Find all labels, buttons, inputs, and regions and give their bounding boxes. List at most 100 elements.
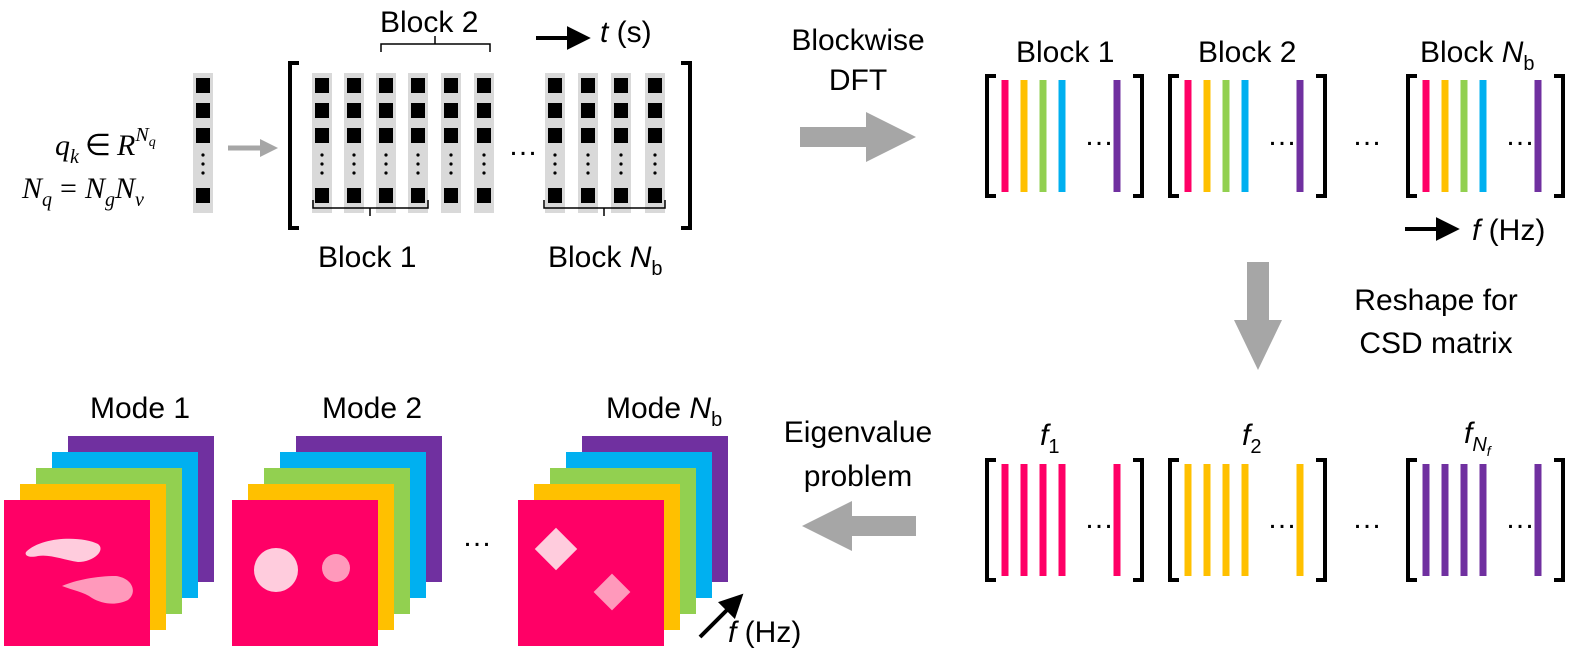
vector-entry [444,78,458,93]
mode-1-structure [25,538,101,562]
eigenvalue-line2: problem [804,460,912,493]
vector-entry [347,78,361,93]
fourier-block-nb-right-bracket [1554,74,1565,198]
vector-dot [619,153,623,157]
vector-entry [196,78,210,93]
vector-entry [581,103,595,118]
modes-ellipsis: … [462,520,492,553]
vector-entry [444,188,458,203]
vector-dot [416,171,420,175]
vector-dot [201,153,205,157]
csd-matrix-fn-ellipsis: … [1505,502,1535,535]
snapshot-column-5 [441,73,461,213]
snapshot-column-8 [578,73,598,213]
vector-dot [619,171,623,175]
vector-entry [548,128,562,143]
vector-entry [648,103,662,118]
spod-modes [4,436,728,646]
csd-matrix-f1-ellipsis: … [1084,502,1114,535]
vector-entry [614,188,628,203]
vector-dot [482,171,486,175]
vector-dot [201,162,205,166]
vector-dot [553,171,557,175]
vector-entry [347,103,361,118]
vector-dot [352,153,356,157]
fourier-block-2-right-bracket [1316,74,1327,198]
snapshot-column-6 [474,73,494,213]
mode-frequency-arrow [698,593,744,639]
csd-matrix-fn-left-bracket [1406,458,1417,582]
vector-entry [315,78,329,93]
vector-entry [315,103,329,118]
vector-entry [648,188,662,203]
mode-nb-stack [518,436,728,646]
vector-entry [347,188,361,203]
mode-2-stack-layer [232,500,378,646]
mode-2-stack [232,436,442,646]
vector-entry [477,128,491,143]
vector-entry [379,128,393,143]
fourier-block-2-label: Block 2 [1198,36,1296,69]
mode-2-structure [254,548,298,592]
csd-matrix-f2-ellipsis: … [1267,502,1297,535]
vector-dot [586,153,590,157]
snapshot-column [193,73,213,213]
fourier-block-1-left-bracket [985,74,996,198]
vector-entry [548,78,562,93]
csd-fn-label: fNf [1464,417,1493,459]
vector-entry [379,103,393,118]
snapshot-vector [193,73,213,213]
eigenvalue-line1: Eigenvalue [784,416,932,449]
mode-1-label: Mode 1 [90,392,190,425]
snapshot-column-4 [408,73,428,213]
vector-dot [320,171,324,175]
snapshot-column-2 [344,73,364,213]
mode-1-stack-layer [4,500,150,646]
mode-1-structure [62,576,133,604]
snapshot-column-3 [376,73,396,213]
vector-entry [411,188,425,203]
mode-1-stack [4,436,214,646]
csd-matrices: … … … [985,458,1565,582]
vector-dot [320,162,324,166]
vector-dot [384,171,388,175]
block-nb-label: Block Nb [548,241,663,280]
vector-entry [315,128,329,143]
fourier-blocks-ellipsis: … [1352,119,1382,152]
vector-dot [449,171,453,175]
mode-frequency-label: f (Hz) [728,616,801,649]
vector-entry [444,103,458,118]
time-axis-label: t (s) [600,16,652,49]
reshape-line2: CSD matrix [1359,327,1512,360]
vector-dot [384,162,388,166]
vector-entry [581,128,595,143]
vector-entry [196,128,210,143]
reshape-line1: Reshape for [1354,284,1517,317]
vector-dot [352,162,356,166]
vector-entry [477,103,491,118]
csd-matrix-fn-right-bracket [1554,458,1565,582]
snapshot-matrix-left-bracket [288,61,299,230]
snapshot-equation: qk∈RNq Nq=NgNv [21,124,156,211]
vector-dot [653,171,657,175]
vector-entry [379,188,393,203]
csd-f1-label: f1 [1040,419,1059,458]
mode-nb-label: Mode Nb [606,392,722,431]
vector-dot [384,153,388,157]
vector-dot [586,171,590,175]
vector-entry [444,128,458,143]
mode-2-label: Mode 2 [322,392,422,425]
vector-entry [548,103,562,118]
vector-dot [653,162,657,166]
vector-entry [614,78,628,93]
snapshot-column-7 [545,73,565,213]
vector-entry [411,78,425,93]
vector-entry [548,188,562,203]
snapshot-column-1 [312,73,332,213]
blockwise-dft-arrow [800,112,916,162]
block-braces [312,36,666,216]
blockwise-dft-line2: DFT [829,64,887,97]
vector-dot [201,171,205,175]
vector-dot [553,153,557,157]
